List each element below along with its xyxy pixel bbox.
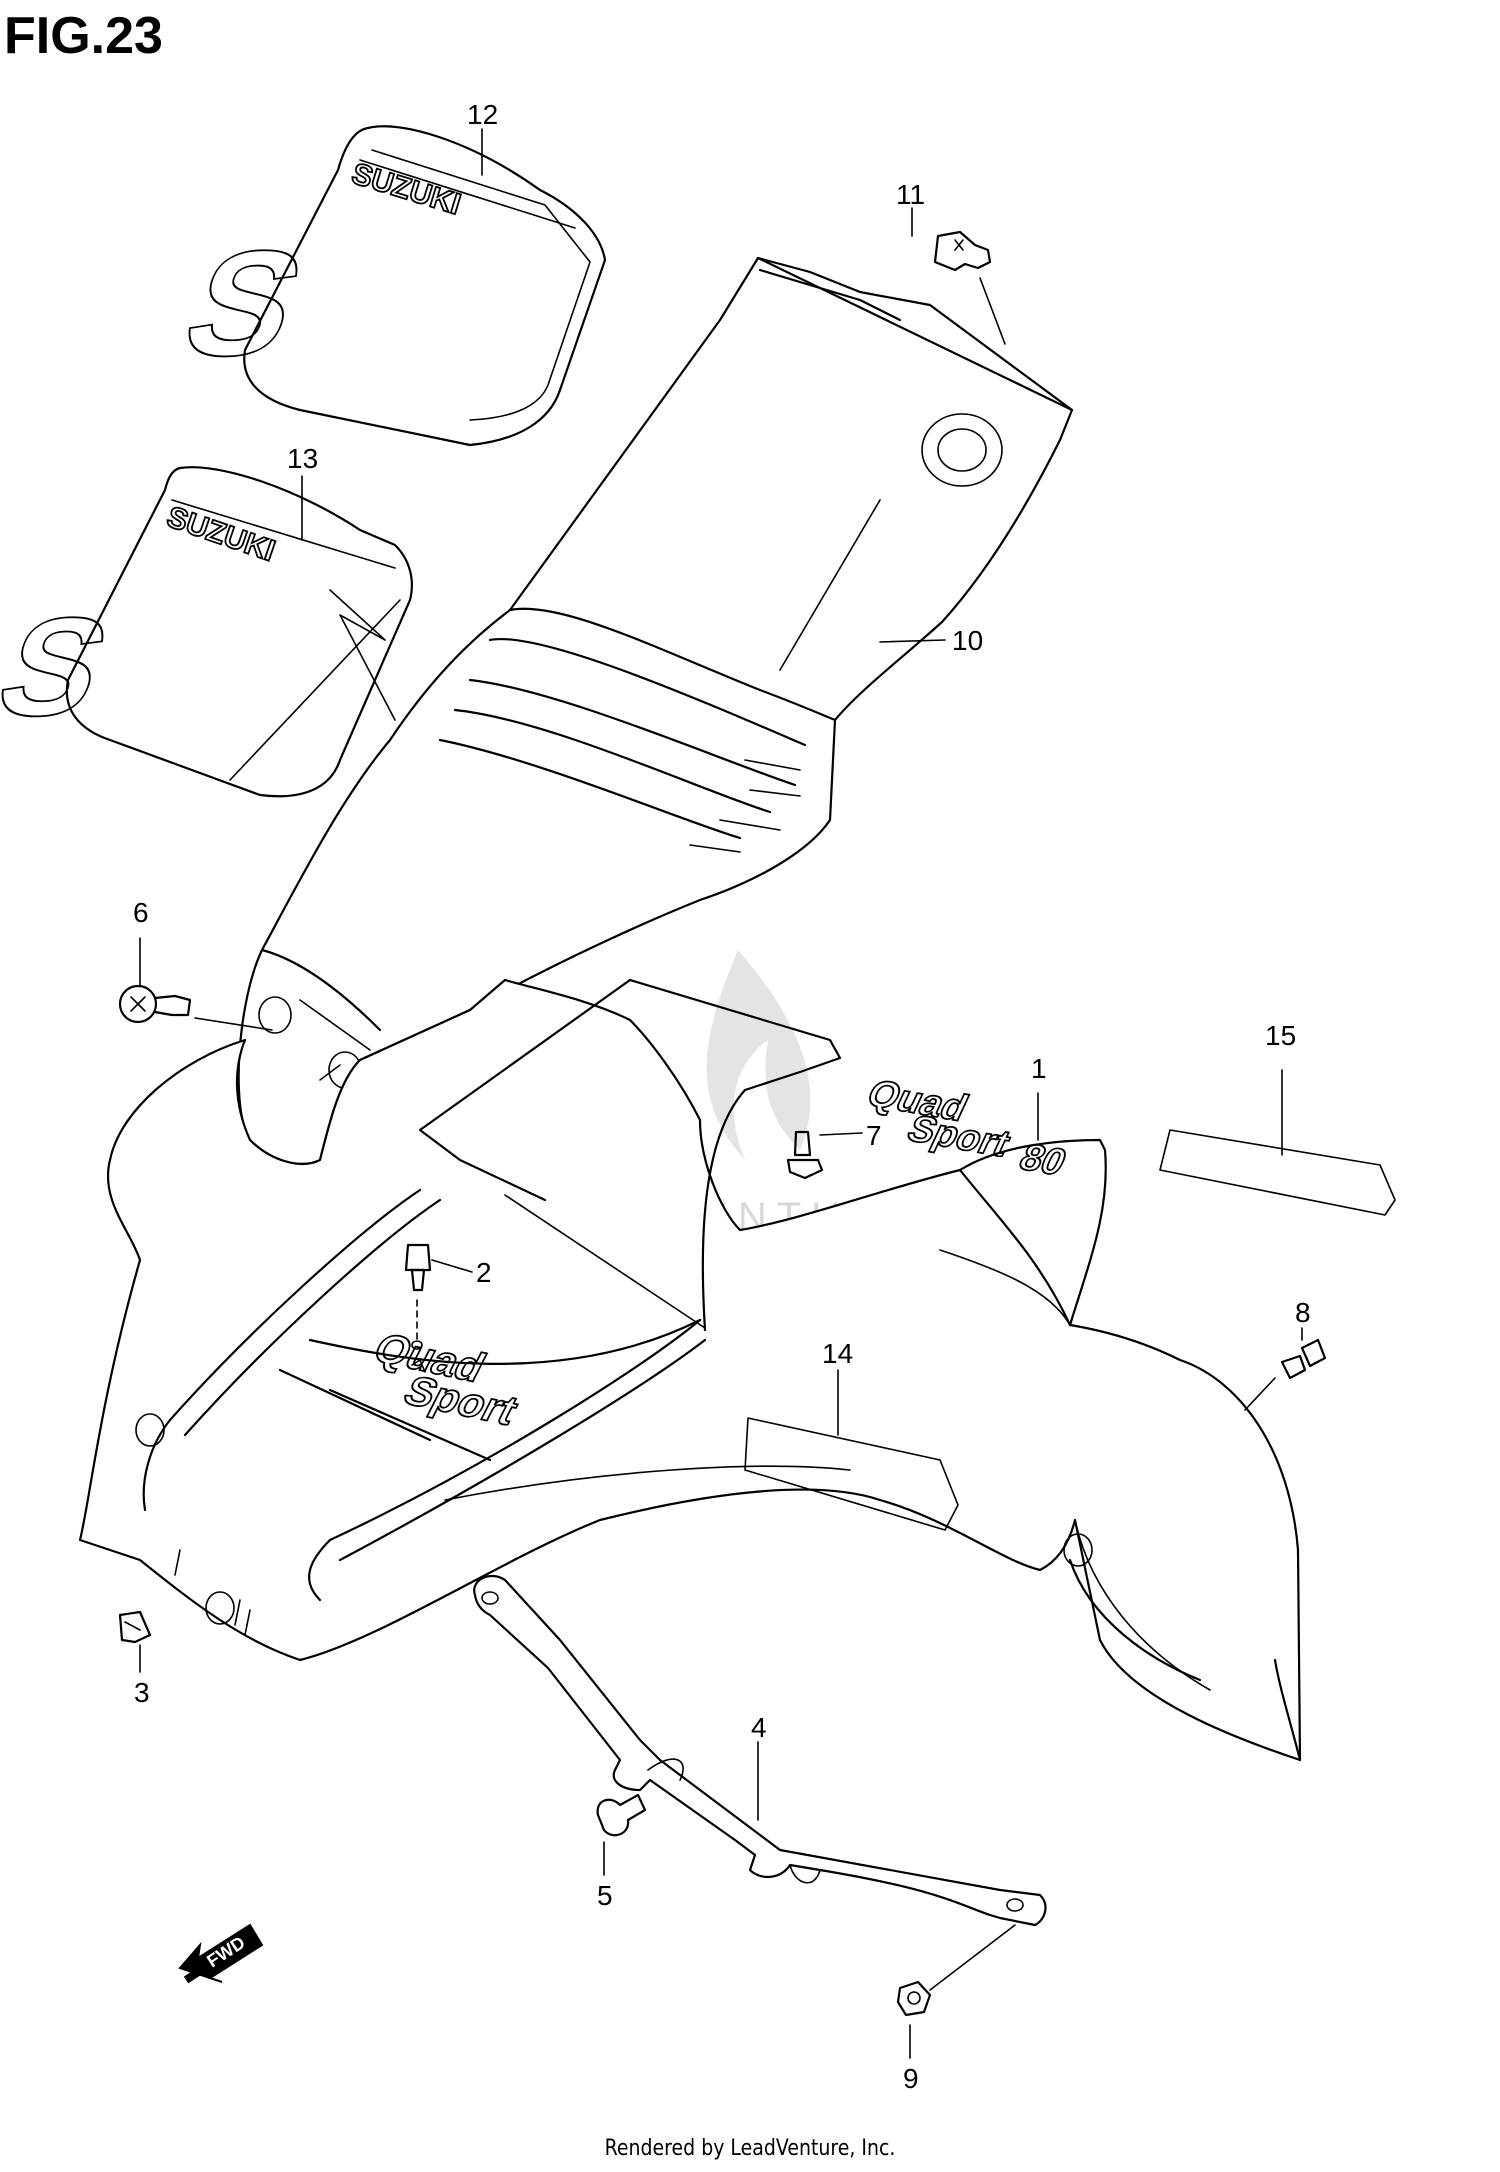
- part-2-bolt[interactable]: [404, 1243, 432, 1350]
- part-7-screw[interactable]: [786, 1130, 824, 1180]
- part-13-decal[interactable]: SUZUKI S: [0, 466, 413, 798]
- callout-15: 15: [1265, 1020, 1296, 1051]
- callout-1: 1: [1031, 1053, 1047, 1084]
- part-5-bolt[interactable]: [596, 1793, 647, 1837]
- callout-11: 11: [896, 179, 925, 210]
- callout-5: 5: [597, 1880, 613, 1911]
- part-1-front-fender[interactable]: [78, 978, 1302, 1762]
- callout-9: 9: [903, 2063, 919, 2094]
- callout-7: 7: [866, 1120, 882, 1151]
- part-4-bracket[interactable]: [473, 1574, 1047, 1927]
- callouts: 12 11 13 10 6 1 7 2 15 14 8 3 4 5 9: [133, 99, 1311, 2094]
- callout-3: 3: [134, 1677, 150, 1708]
- footer-credit: Rendered by LeadVenture, Inc.: [604, 2136, 896, 2161]
- callout-8: 8: [1295, 1297, 1311, 1328]
- figure-title: FIG.23: [4, 7, 163, 65]
- callout-6: 6: [133, 897, 149, 928]
- leader-lines: [139, 128, 1303, 2059]
- callout-10: 10: [952, 625, 983, 656]
- callout-2: 2: [476, 1257, 492, 1288]
- part-6-screw[interactable]: [118, 984, 273, 1031]
- callout-14: 14: [822, 1338, 853, 1369]
- part-8-bolt[interactable]: [1244, 1338, 1327, 1411]
- part-10-number-plate[interactable]: [237, 256, 1074, 1165]
- part-12-decal[interactable]: SUZUKI S: [163, 125, 607, 447]
- callout-4: 4: [751, 1712, 767, 1743]
- part-3-clip[interactable]: [118, 1610, 152, 1644]
- part-9-nut[interactable]: [896, 1924, 1016, 2017]
- callout-13: 13: [287, 443, 318, 474]
- part-15-line2: Sport: [901, 1108, 1017, 1165]
- part-11-screw[interactable]: [933, 230, 1006, 345]
- forward-arrow: FWD: [178, 1923, 264, 1984]
- callout-12: 12: [467, 99, 498, 130]
